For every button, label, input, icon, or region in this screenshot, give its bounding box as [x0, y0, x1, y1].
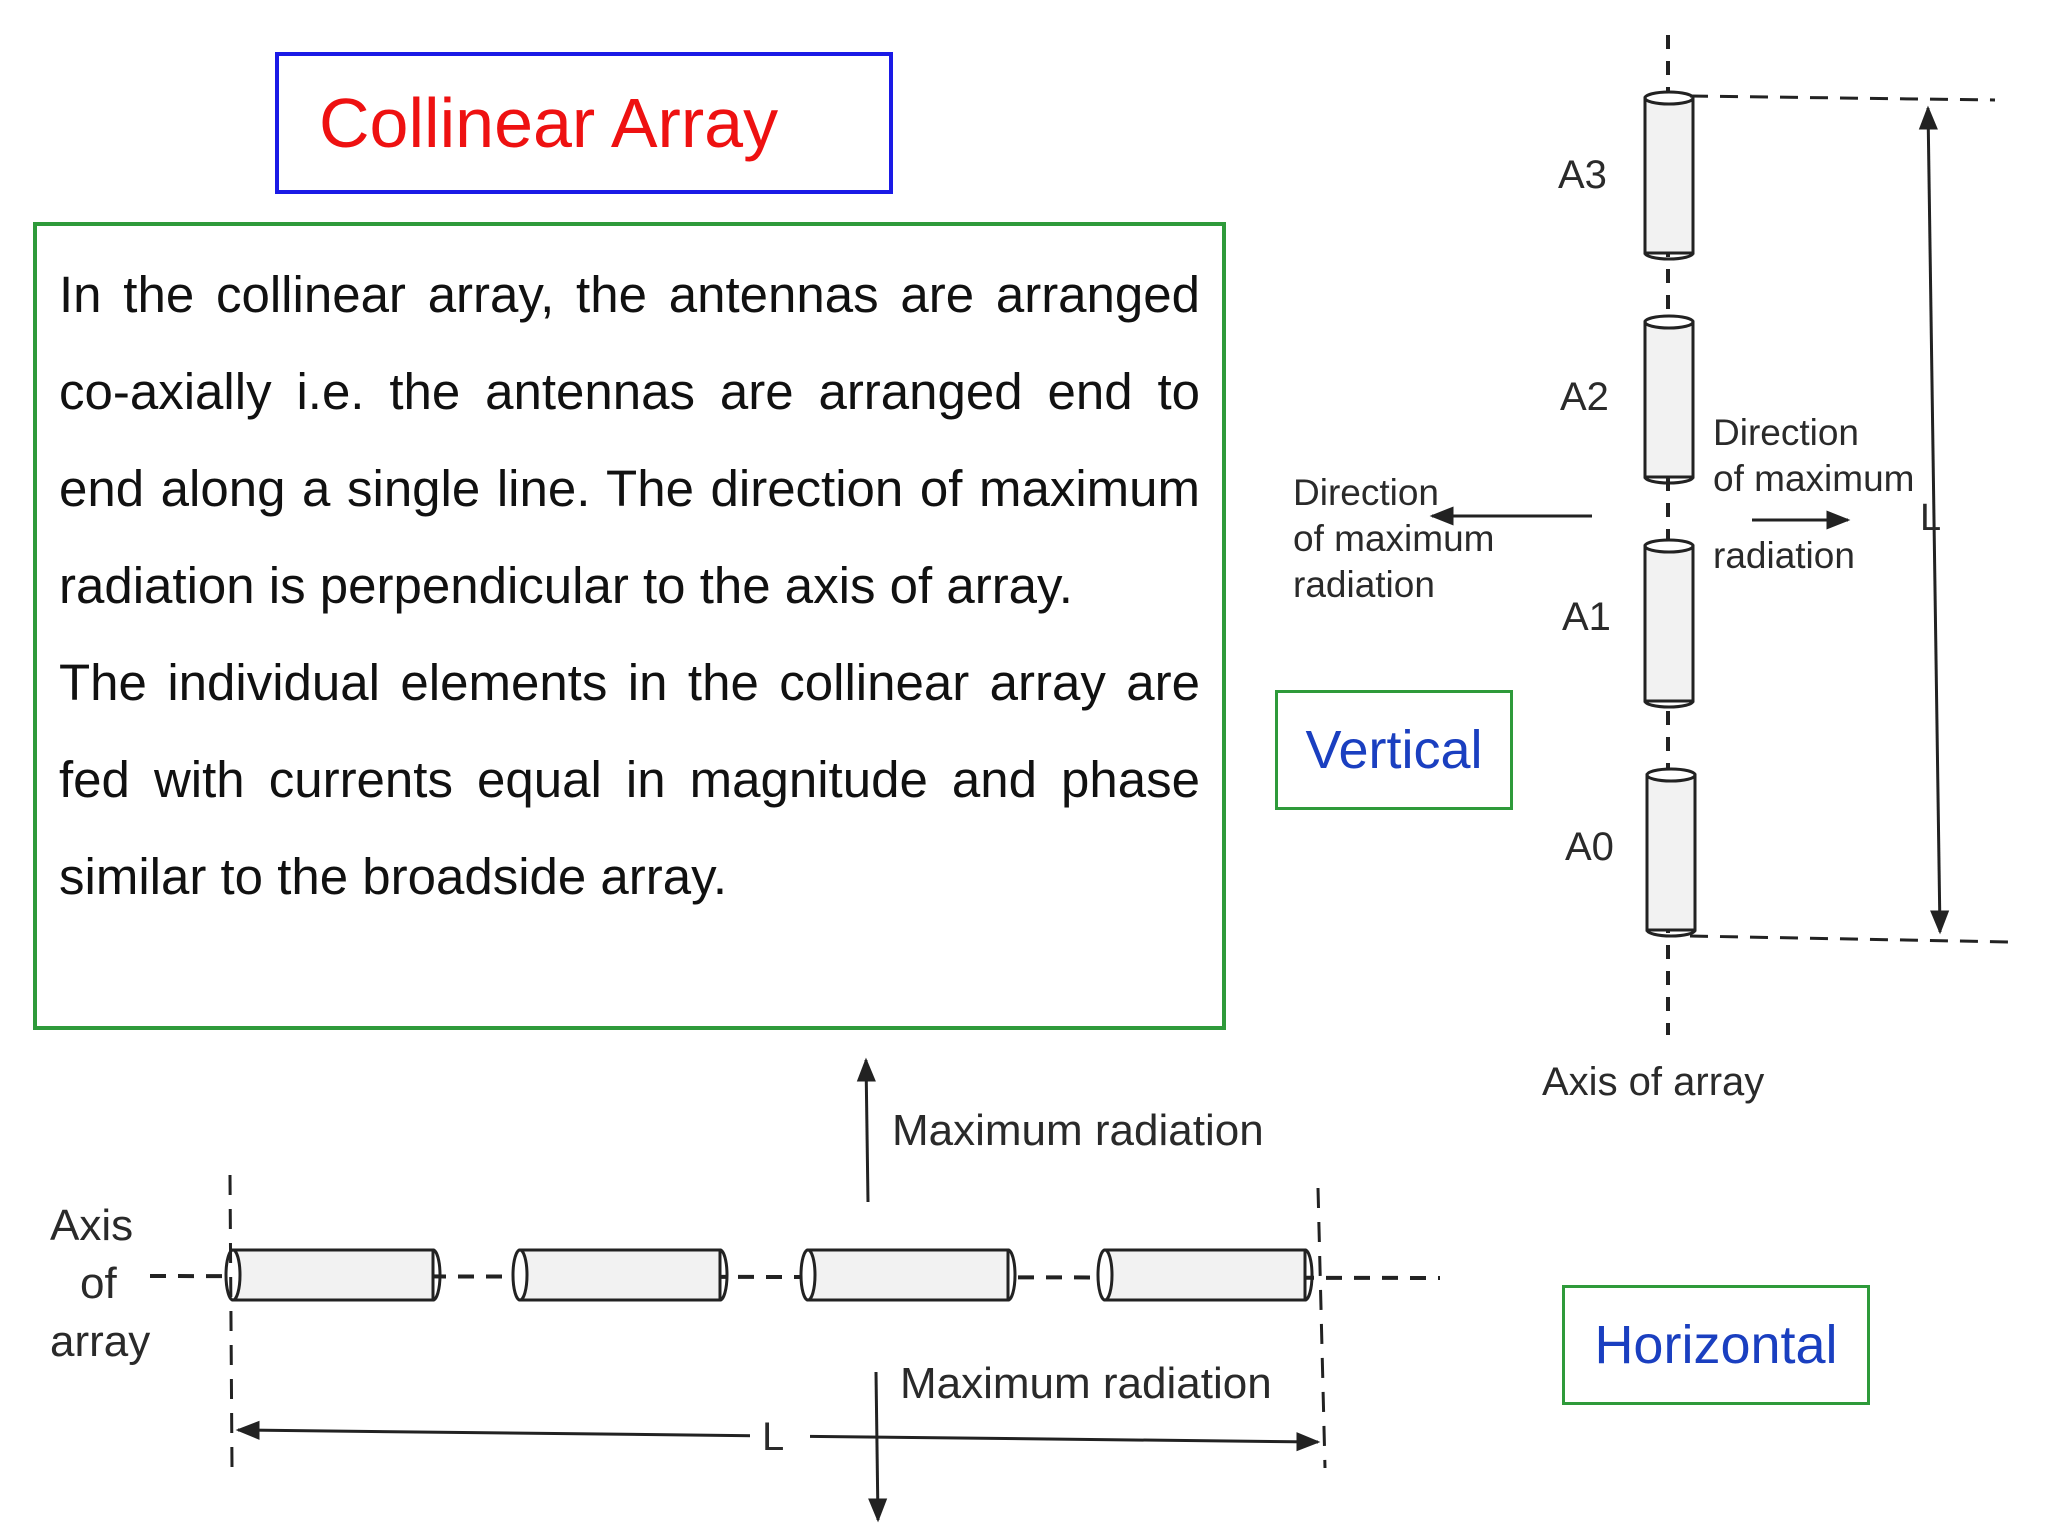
- antenna-element-h1: [224, 1248, 442, 1302]
- right-direction-label-line1: Direction: [1713, 412, 1859, 453]
- left-direction-label-line1: Direction: [1293, 472, 1439, 513]
- length-label-vertical: L: [1920, 497, 1941, 539]
- length-dimension-arrow-vertical: [1918, 105, 1950, 935]
- antenna-element-h4: [1096, 1248, 1314, 1302]
- vertical-label-box: Vertical: [1275, 690, 1513, 810]
- left-direction-label-line2: of maximum: [1293, 518, 1494, 559]
- right-direction-label-line2: of maximum: [1713, 458, 1914, 499]
- antenna-element-a1: [1643, 538, 1695, 709]
- left-direction-label-line3: radiation: [1293, 564, 1435, 605]
- antenna-element-h2: [511, 1248, 729, 1302]
- element-label-a2: A2: [1560, 375, 1609, 419]
- page-title: Collinear Array: [319, 84, 779, 162]
- left-boundary-line: [228, 1174, 234, 1469]
- down-radiation-arrow: [868, 1371, 888, 1523]
- vertical-diagram: A3 A2 A1 A0 L Direction of maximum radia…: [1293, 35, 2011, 1104]
- horizontal-axis-label-line2: of: [80, 1259, 117, 1308]
- description-box: In the collinear array, the antennas are…: [33, 222, 1226, 1030]
- horizontal-axis-label-line1: Axis: [50, 1201, 133, 1250]
- length-label-horizontal: L: [762, 1415, 784, 1459]
- element-label-a3: A3: [1558, 153, 1607, 197]
- antenna-element-h3: [799, 1248, 1017, 1302]
- antenna-element-a2: [1643, 314, 1695, 485]
- horizontal-label: Horizontal: [1594, 1315, 1838, 1375]
- antenna-element-a0: [1645, 767, 1697, 938]
- horizontal-diagram: L Maximum radiation Maximum radiation Ax…: [50, 1057, 1441, 1523]
- title-box: Collinear Array: [275, 52, 893, 194]
- element-label-a1: A1: [1562, 595, 1611, 639]
- right-boundary-line: [1316, 1187, 1327, 1469]
- bottom-extension-line: [1689, 934, 2011, 944]
- description-paragraph-1: In the collinear array, the antennas are…: [59, 266, 1200, 614]
- max-radiation-bottom-label: Maximum radiation: [900, 1359, 1272, 1408]
- antenna-element-a3: [1643, 90, 1695, 261]
- description-paragraph-2: The individual elements in the collinear…: [59, 654, 1200, 905]
- max-radiation-top-label: Maximum radiation: [892, 1106, 1264, 1155]
- horizontal-axis-label-line3: array: [50, 1317, 150, 1366]
- up-radiation-arrow: [856, 1057, 876, 1203]
- top-extension-line: [1689, 94, 1996, 102]
- vertical-axis-label: Axis of array: [1542, 1060, 1764, 1104]
- right-direction-label-line3: radiation: [1713, 535, 1855, 576]
- vertical-label: Vertical: [1305, 720, 1483, 780]
- element-label-a0: A0: [1565, 825, 1614, 869]
- horizontal-label-box: Horizontal: [1562, 1285, 1870, 1405]
